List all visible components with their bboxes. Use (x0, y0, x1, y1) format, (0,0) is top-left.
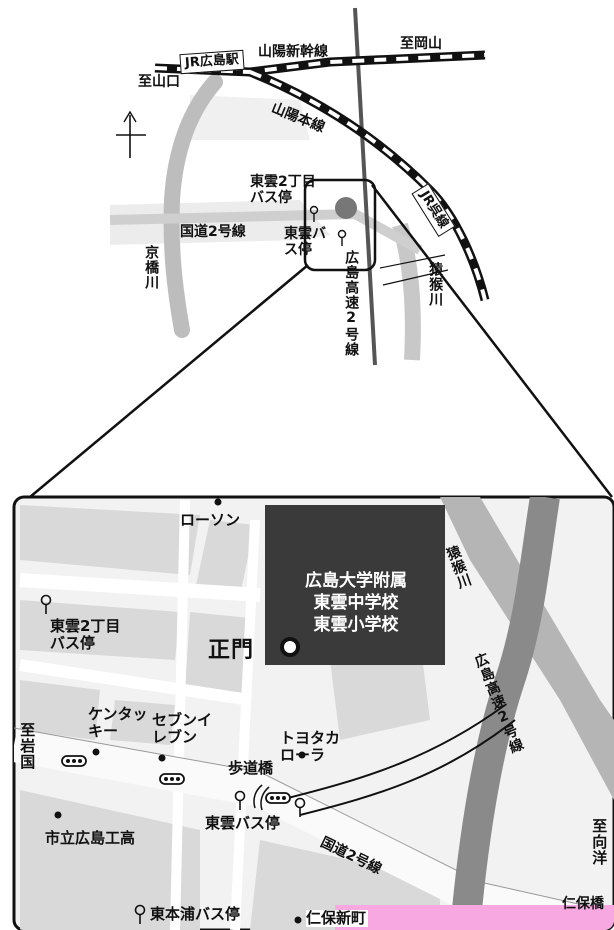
tech-high-dot (54, 811, 62, 819)
seven-eleven-label: セブンイレブン (152, 711, 213, 747)
school-name-line: 東雲小学校 (313, 615, 399, 635)
kfc-label: ケンタッキー (88, 705, 148, 741)
street (19, 659, 251, 706)
school-block (265, 505, 445, 665)
ramp-edge (299, 719, 516, 816)
overview-block (190, 95, 310, 140)
shinonome-bus-stop-label: 東雲バス停 (284, 226, 326, 259)
zoom-line-right (371, 184, 613, 498)
expressway-detail (450, 497, 560, 930)
school-location-dot (335, 197, 357, 219)
footbridge-icon (253, 784, 270, 811)
higashi-motoura-bus-stop-label: 東本浦バス停 (150, 905, 241, 923)
north-arrow-icon (116, 110, 146, 158)
toyota-label: トヨタカローラ (280, 729, 341, 765)
overlay-artifact (335, 905, 614, 930)
bus-stop-icon (234, 790, 246, 810)
to-mukainada-label: 至向洋 (590, 818, 609, 866)
main-gate-label: 正門 (208, 638, 255, 663)
bus-stop-icon (309, 205, 319, 222)
toyota-dot (298, 751, 306, 759)
to-yamaguchi-label: 至山口 (138, 74, 180, 90)
school-name: 広島大学附属 東雲中学校 東雲小学校 (268, 570, 444, 636)
nihoshin-label: 仁保新町 (306, 909, 369, 928)
nihoshin-right-label: 仁保橋 (562, 896, 604, 912)
to-iwakuni-label: 至岩国 (18, 722, 37, 770)
expressway-overview (353, 7, 377, 366)
ramp-edge (279, 704, 506, 801)
school-name-line: 広島大学附属 (305, 571, 407, 591)
shinonome-bus-stop-detail: 東雲バス停 (205, 814, 281, 832)
route2-label-overview: 国道2号線 (180, 224, 246, 240)
shinonome-2chome-bus-stop-detail: 東雲2丁目バス停 (50, 617, 121, 653)
kyobashi-river-label: 京橋川 (143, 245, 160, 290)
traffic-light-icon (265, 792, 291, 804)
bus-stop-icon (337, 229, 347, 246)
expressway-label-overview: 広島高速2号線 (343, 250, 360, 357)
detail-map (12, 495, 614, 930)
route2-bridge (379, 254, 449, 286)
route2-edge (14, 727, 614, 913)
bus-stop-icon (294, 797, 306, 817)
to-okayama-label: 至岡山 (400, 36, 442, 52)
bus-stop-icon (134, 904, 146, 924)
footbridge-label: 歩道橋 (228, 759, 274, 777)
street (170, 499, 190, 930)
kfc-dot (92, 748, 100, 756)
shinkansen-label: 山陽新幹線 (258, 44, 328, 60)
school-name-line: 東雲中学校 (313, 593, 399, 613)
shinonome-2chome-bus-stop-label: 東雲2丁目バス停 (250, 174, 316, 207)
technical-high-label: 市立広島工高 (45, 829, 136, 847)
main-gate-marker (280, 637, 300, 657)
street (230, 519, 260, 930)
bus-stop-icon (40, 594, 52, 614)
traffic-light-icon (61, 755, 87, 767)
lawson-label: ローソン (180, 511, 241, 529)
enkou-river-label-overview: 猿猴川 (427, 262, 444, 307)
seven-dot (158, 754, 166, 762)
zoom-area-box (303, 178, 377, 272)
traffic-light-icon (159, 773, 185, 785)
street (19, 573, 261, 602)
kyobashi-river (163, 74, 223, 338)
lawson-dot (214, 498, 222, 506)
zoom-line-left (29, 264, 309, 498)
nihoshin-dot (294, 916, 302, 924)
